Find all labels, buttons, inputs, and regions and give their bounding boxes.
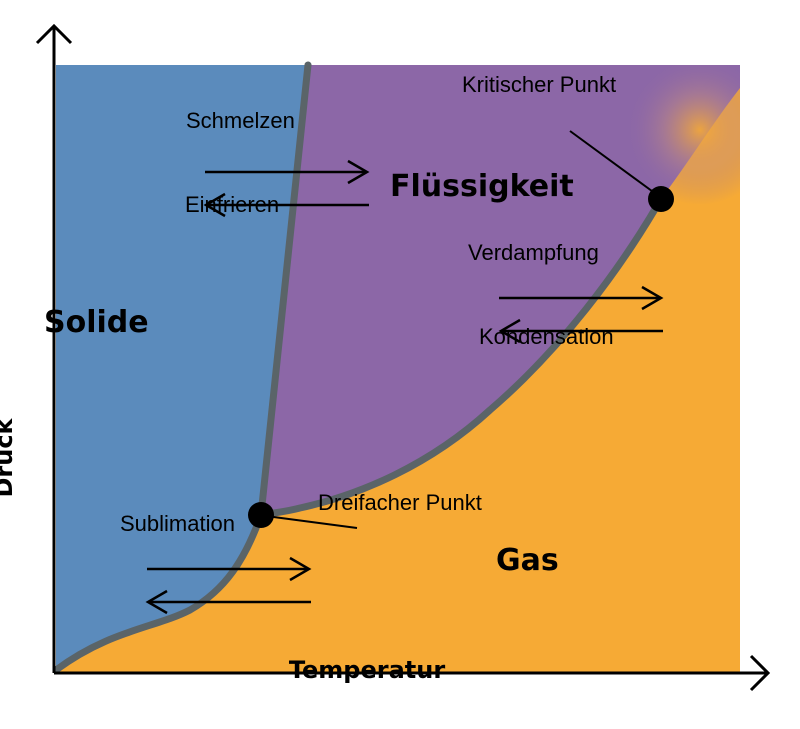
condensation-arrowhead	[498, 318, 521, 344]
solid-region	[56, 65, 308, 670]
critical-point-label: Kritischer Punkt	[462, 72, 616, 97]
deposition-arrowhead	[145, 589, 168, 615]
critical-point-leader	[569, 130, 657, 195]
sublimation-arrowhead	[289, 556, 312, 582]
freezing-arrowhead	[203, 192, 226, 218]
fusion-curve	[257, 61, 312, 519]
freezing-label: Einfrieren	[185, 192, 279, 217]
solid-phase-label: Solide	[44, 305, 149, 340]
x-axis-label: Temperatur	[289, 656, 446, 684]
sublimation-curve	[52, 511, 265, 674]
liquid-phase-label: Flüssigkeit	[390, 169, 574, 204]
triple-point-leader	[265, 515, 358, 529]
vaporization-curve	[257, 195, 665, 519]
vaporization-arrowhead	[641, 285, 664, 311]
x-axis-arrowhead	[749, 654, 771, 692]
triple-point-marker	[248, 502, 274, 528]
critical-point-marker	[648, 186, 674, 212]
gas-phase-label: Gas	[496, 543, 559, 578]
sublimation-label: Sublimation	[120, 511, 235, 536]
y-axis-arrowhead	[35, 23, 73, 45]
triple-point-label: Dreifacher Punkt	[318, 490, 482, 515]
melting-label: Schmelzen	[186, 108, 295, 133]
melting-arrowhead	[347, 159, 370, 185]
condensation-label: Kondensation	[479, 324, 614, 349]
vaporization-label: Verdampfung	[468, 240, 599, 265]
y-axis-label: Druck	[0, 417, 18, 497]
